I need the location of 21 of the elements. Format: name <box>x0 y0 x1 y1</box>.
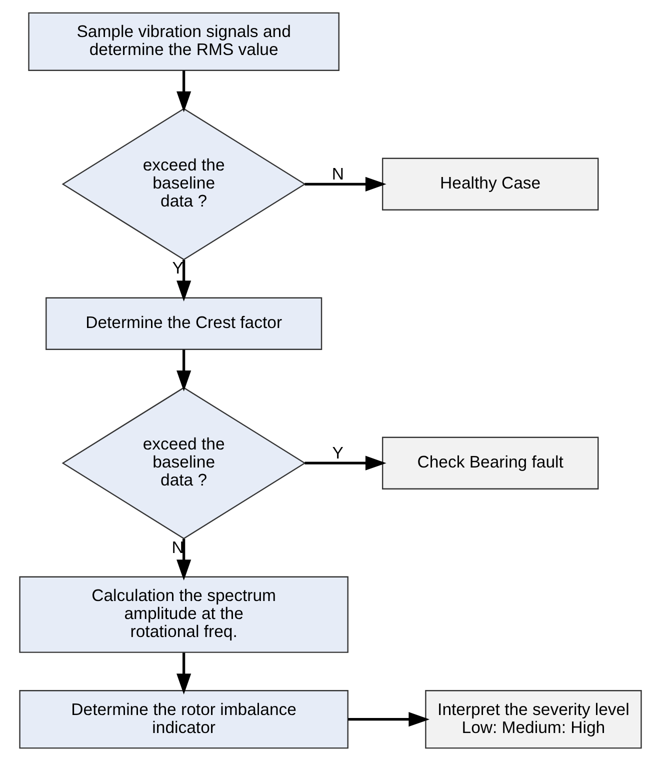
arrow <box>176 652 191 695</box>
edge-label: Y <box>172 258 183 278</box>
arrow <box>304 176 386 192</box>
node-box: Determine the Crest factor <box>45 297 322 350</box>
node-box: Check Bearing fault <box>381 436 598 490</box>
node-box: Calculation the spectrum amplitude at the rotational freq. <box>18 576 348 653</box>
edge-label: Y <box>332 444 343 463</box>
node-box: Determine the rotor imbalance indicator <box>18 690 348 749</box>
node-box: Healthy Case <box>381 158 598 210</box>
node-box: Interpret the severity level Low: Medium: High <box>424 690 642 749</box>
node-diamond: exceed the baseline data ? <box>61 108 306 260</box>
node-box: Sample vibration signals and determine the RMS value <box>28 12 339 71</box>
edge-label: N <box>331 164 344 184</box>
arrow <box>176 350 191 392</box>
arrow <box>304 456 386 470</box>
arrow <box>348 712 430 727</box>
node-diamond: exceed the baseline data ? <box>61 386 306 540</box>
arrow <box>176 260 191 302</box>
arrow <box>176 538 191 581</box>
arrow <box>176 70 191 112</box>
edge-label: N <box>171 538 184 557</box>
